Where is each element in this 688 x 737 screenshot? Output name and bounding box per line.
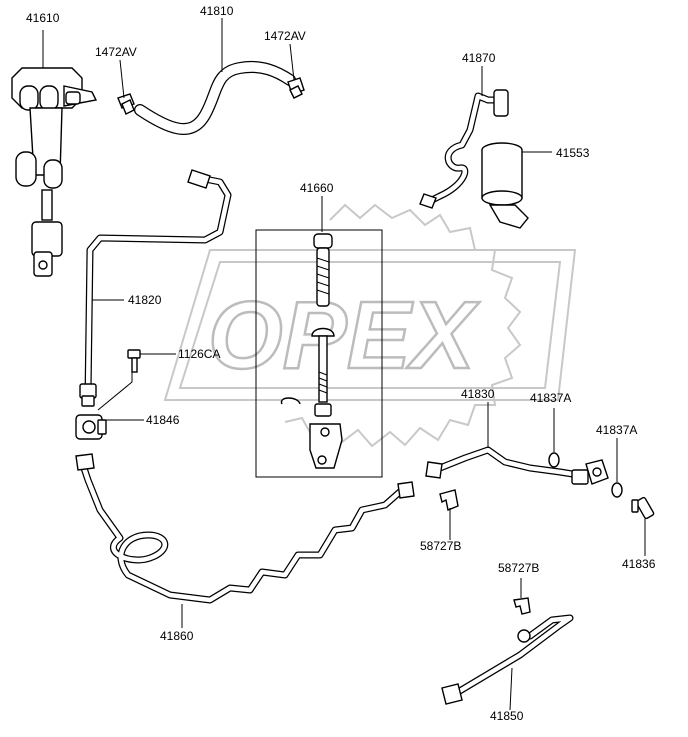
- reservoir-41553: [481, 142, 529, 229]
- clip-58727b-1: [439, 489, 459, 511]
- hose-clamp-right: [287, 77, 305, 99]
- bolt-41836: [631, 496, 655, 520]
- label-41830: 41830: [461, 387, 495, 401]
- label-41553: 41553: [556, 146, 590, 160]
- bolt-1126ca: [127, 349, 141, 373]
- label-1472av-left: 1472AV: [95, 45, 137, 59]
- label-41846: 41846: [146, 413, 180, 427]
- label-41836: 41836: [622, 557, 656, 571]
- pipe-41860: [75, 453, 415, 604]
- label-1472av-right: 1472AV: [264, 29, 306, 43]
- label-41660: 41660: [300, 181, 334, 195]
- label-41870: 41870: [462, 51, 496, 65]
- hose-41810: [134, 61, 296, 135]
- label-41860: 41860: [160, 629, 194, 643]
- pipe-41830: [425, 446, 609, 485]
- union-41846: [75, 414, 107, 440]
- watermark-logo: OPEX: [163, 203, 577, 448]
- master-cylinder-41610: [11, 67, 98, 277]
- part-labels: 41610 41810 1472AV 1472AV 41870 41553 41…: [26, 4, 656, 723]
- pipe-41870: [419, 89, 509, 209]
- clip-58727b-2: [513, 597, 531, 615]
- label-41837a-lower: 41837A: [596, 423, 637, 437]
- pipe-41850: [441, 614, 574, 705]
- pipe-41820: [79, 169, 232, 407]
- label-41810: 41810: [200, 4, 234, 18]
- label-41837a-upper: 41837A: [530, 391, 571, 405]
- hose-clamp-left: [117, 93, 135, 115]
- washer-41837a-1: [548, 452, 560, 468]
- pushrod-assembly-41660: [255, 229, 383, 478]
- label-1126ca: 1126CA: [178, 347, 220, 361]
- label-58727b-upper: 58727B: [420, 539, 461, 553]
- leader-lines: [42, 18, 646, 711]
- watermark-text: OPEX: [208, 282, 480, 389]
- label-58727b-lower: 58727B: [498, 561, 539, 575]
- label-41850: 41850: [490, 709, 524, 723]
- label-41820: 41820: [128, 293, 162, 307]
- label-41610: 41610: [26, 11, 60, 25]
- washer-41837a-2: [611, 482, 623, 498]
